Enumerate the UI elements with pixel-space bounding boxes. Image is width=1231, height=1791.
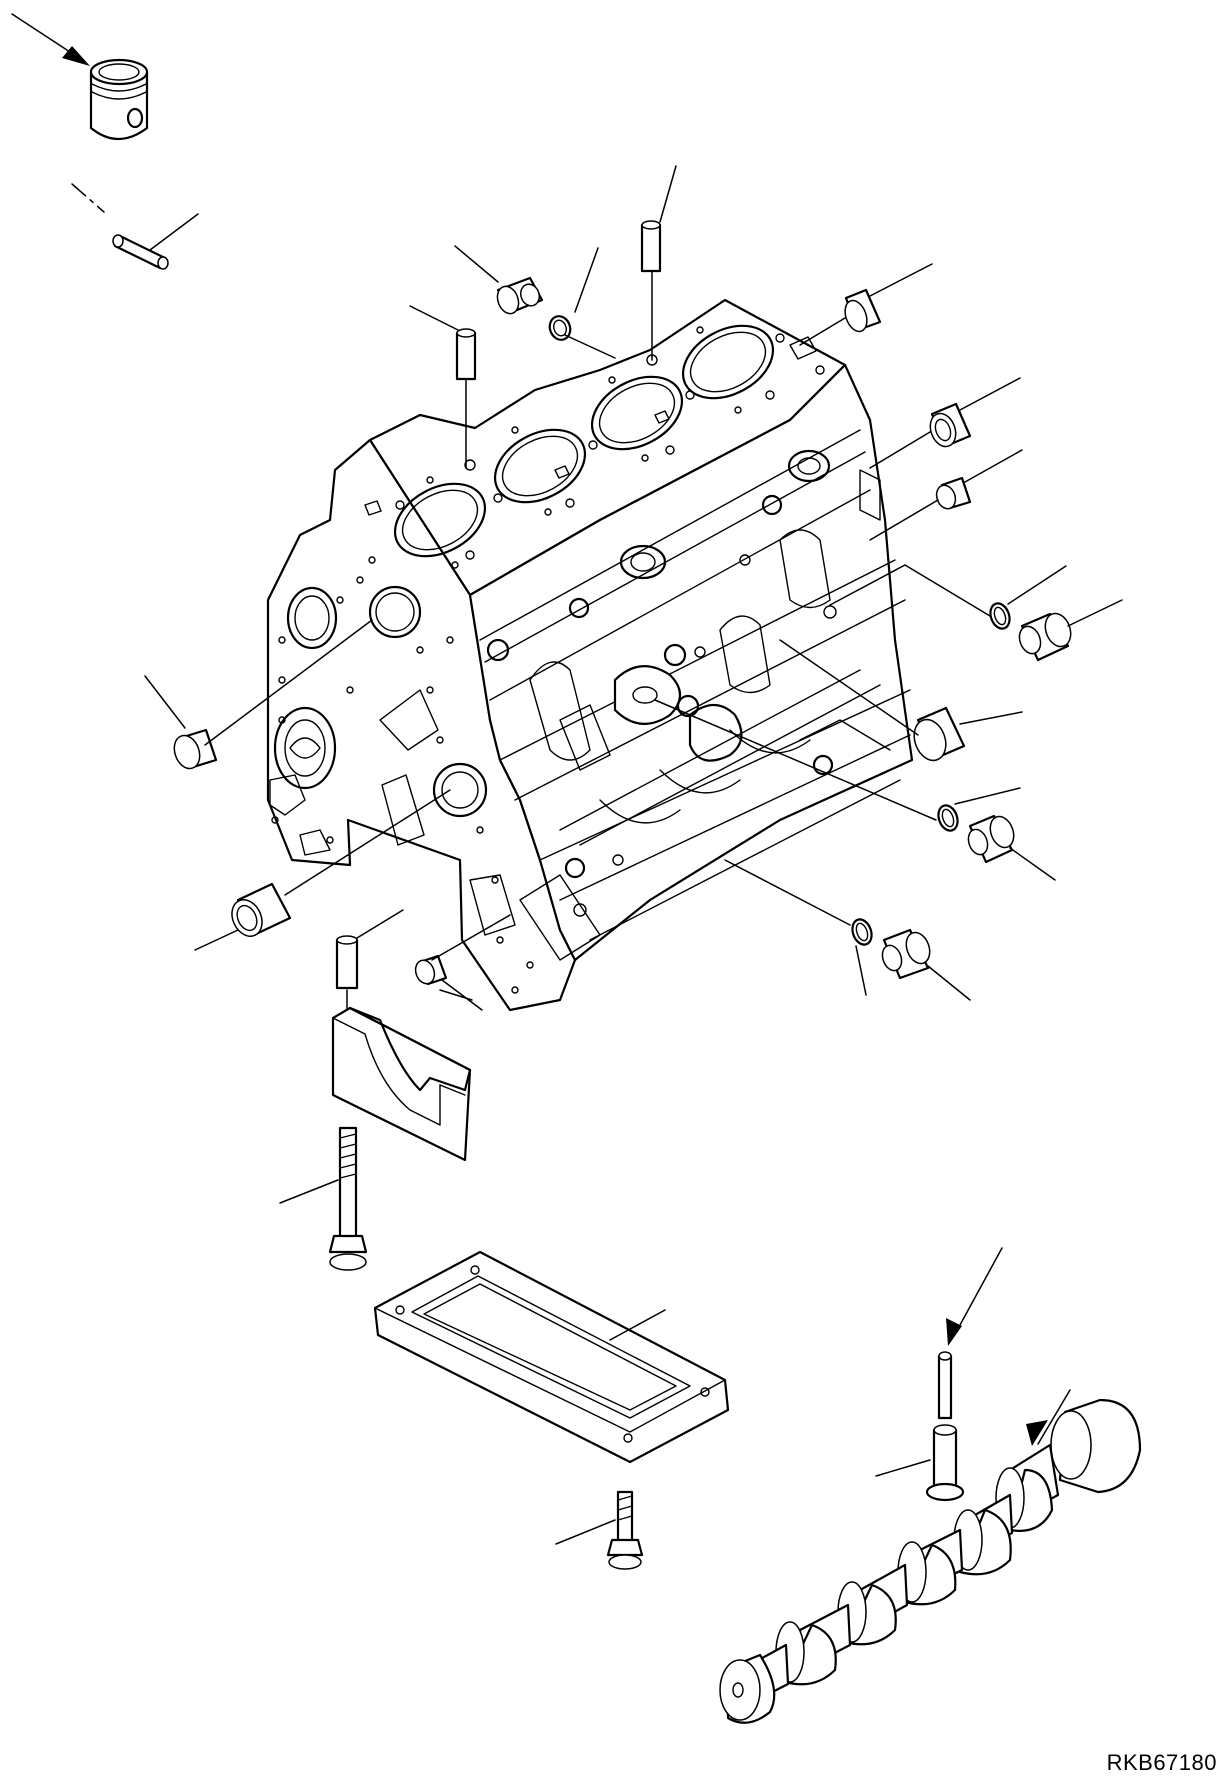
camshaft (719, 1389, 1142, 1724)
drawing-reference-code: RKB67180 (1106, 1750, 1217, 1775)
cylinder-block (266, 298, 914, 1012)
drain-plug-right-lower (654, 699, 1056, 881)
drain-plug-right-upper (829, 564, 1123, 662)
piston (11, 13, 149, 140)
dowel-pin-top-left (409, 305, 477, 469)
expansion-plug-large (779, 639, 1023, 762)
main-bearing-cap (331, 1006, 472, 1162)
dowel-pin-top-center (640, 165, 677, 361)
leader-line (439, 989, 473, 1001)
tappet (875, 1424, 965, 1502)
drain-plug-bottom (724, 859, 971, 1001)
expansion-plug-small (414, 914, 511, 1011)
bearing-cap-bolt (279, 1126, 368, 1271)
oil-pan-plate (373, 1250, 730, 1464)
expansion-plug-2 (869, 377, 1021, 469)
piston-pin (71, 183, 199, 270)
oil-pan-bolt (555, 1490, 644, 1570)
dowel-pin-bearing (335, 909, 404, 1021)
plug-top (454, 245, 616, 359)
expansion-plug-left (144, 619, 373, 770)
tappet-pin (937, 1247, 1003, 1420)
expansion-plug-1 (799, 263, 933, 346)
expansion-plug-3 (869, 449, 1023, 541)
camshaft-bushing (194, 789, 451, 951)
